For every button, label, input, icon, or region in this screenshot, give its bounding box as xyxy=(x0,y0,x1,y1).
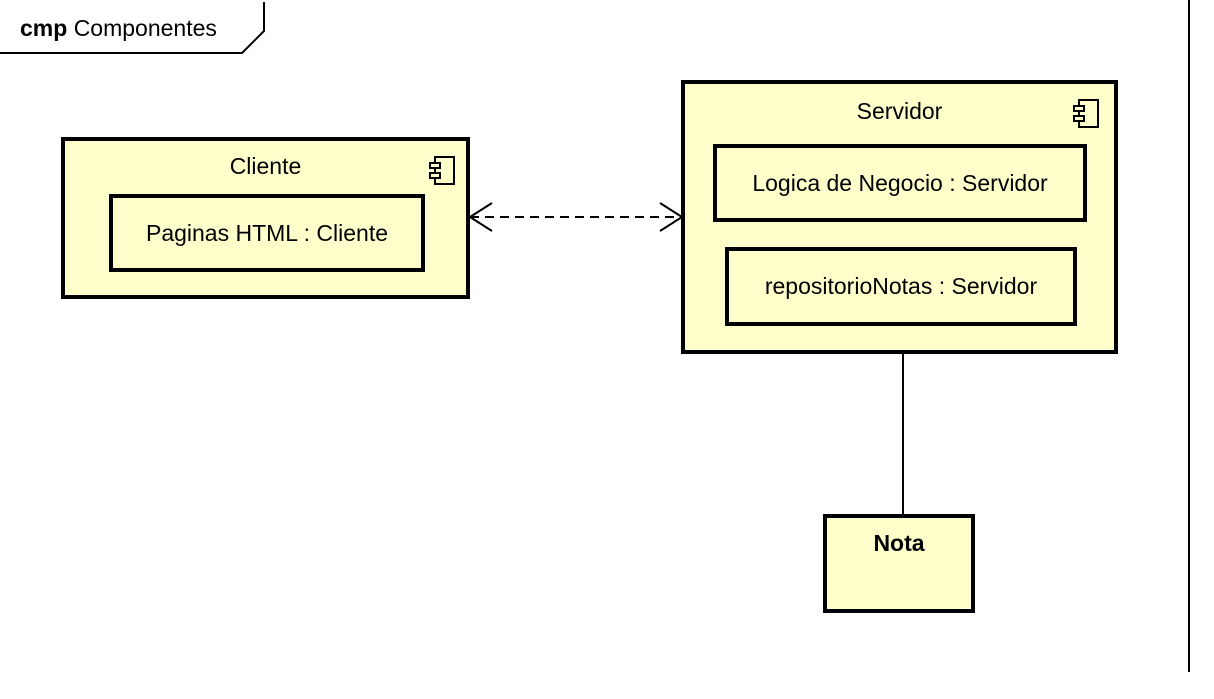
dependency-arrowhead-left xyxy=(468,202,493,232)
frame-keyword: cmp xyxy=(20,15,68,41)
class-nota[interactable]: Nota xyxy=(823,514,975,613)
component-servidor[interactable]: Servidor Logica de Negocio : Servidor re… xyxy=(681,80,1118,354)
frame-name: Componentes xyxy=(73,15,217,41)
component-icon xyxy=(429,156,455,185)
class-nota-name: Nota xyxy=(873,530,925,556)
component-cliente-title: Cliente xyxy=(229,153,302,179)
part-paginas-html[interactable]: Paginas HTML : Cliente xyxy=(109,194,425,272)
frame-tab-outline xyxy=(0,2,265,54)
component-cliente[interactable]: Cliente Paginas HTML : Cliente xyxy=(61,137,470,299)
part-logica-de-negocio[interactable]: Logica de Negocio : Servidor xyxy=(713,144,1087,222)
frame-label: cmp Componentes xyxy=(20,14,217,42)
component-servidor-title: Servidor xyxy=(856,98,943,124)
part-repositorio-notas[interactable]: repositorioNotas : Servidor xyxy=(725,247,1077,326)
component-icon xyxy=(1073,99,1099,128)
